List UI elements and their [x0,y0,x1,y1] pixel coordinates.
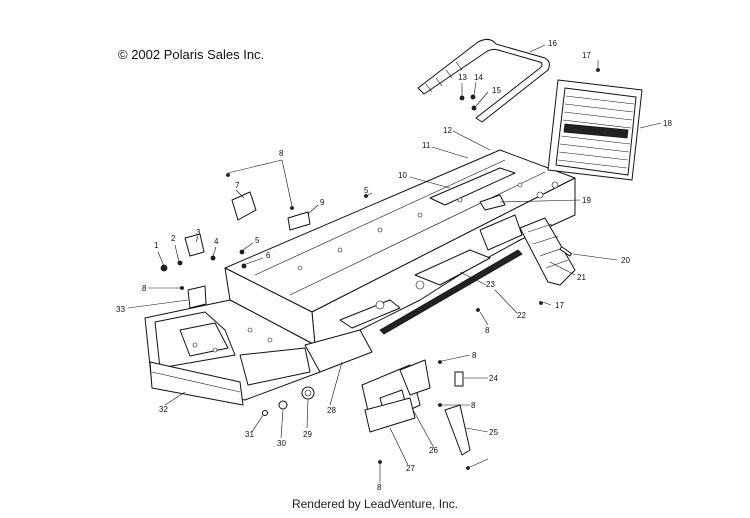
footrest-support [399,359,431,396]
leader-lines [127,44,662,483]
callout-25: 25 [489,428,498,437]
callout-6: 6 [266,251,271,260]
footer-credit: Rendered by LeadVenture, Inc. [291,497,459,511]
callout-8-top: 8 [279,149,284,158]
callout-17-right: 17 [555,301,564,310]
callout-31: 31 [245,430,254,439]
callout-33: 33 [116,305,125,314]
rear-grab-bar [417,38,550,123]
callout-32: 32 [159,405,168,414]
callout-27: 27 [406,464,415,473]
callout-7: 7 [235,181,240,190]
callout-2: 2 [171,234,176,243]
callout-8-lower: 8 [471,401,476,410]
rear-support-bracket [444,404,471,456]
callout-30: 30 [277,439,286,448]
callout-15: 15 [492,86,501,95]
callout-3: 3 [196,228,201,237]
callout-10: 10 [398,171,407,180]
callout-26: 26 [429,446,438,455]
callout-8-left: 8 [142,284,147,293]
snowflap [547,79,643,181]
callout-8-bottom: 8 [377,483,382,492]
deck-bracket [479,194,506,211]
callout-20: 20 [621,256,630,265]
callout-22: 22 [517,311,526,320]
callout-labels: 1 2 3 4 5 5 6 7 8 8 8 8 8 8 9 10 11 12 1… [116,39,672,492]
callout-23: 23 [486,280,495,289]
running-board-extension [519,217,576,286]
callout-16: 16 [548,39,557,48]
callout-18: 18 [663,119,672,128]
callout-8-mid: 8 [485,326,490,335]
callout-19: 19 [582,196,591,205]
callout-28: 28 [327,406,336,415]
callout-13: 13 [458,73,467,82]
copyright-notice: © 2002 Polaris Sales Inc. [118,47,265,62]
chassis-tunnel [144,149,576,406]
callout-29: 29 [303,430,312,439]
brace-bracket [231,191,257,221]
running-board-trim [379,249,523,335]
rivet [262,410,268,416]
callout-24: 24 [489,374,498,383]
callout-12: 12 [443,126,452,135]
steering-bracket [187,285,207,309]
callout-4: 4 [214,237,219,246]
callout-5b: 5 [255,236,260,245]
callout-21: 21 [577,273,586,282]
callout-8-right: 8 [472,351,477,360]
plug [278,400,288,410]
callout-9: 9 [320,198,325,207]
callout-11: 11 [422,141,431,150]
callout-5: 5 [364,186,369,195]
hinge-clip [454,371,464,387]
trim-strip [559,246,572,257]
mount-bracket [287,211,311,231]
callout-1: 1 [154,241,159,250]
callout-14: 14 [474,73,483,82]
bolt-bracket [184,233,205,257]
callout-17-top: 17 [582,51,591,60]
